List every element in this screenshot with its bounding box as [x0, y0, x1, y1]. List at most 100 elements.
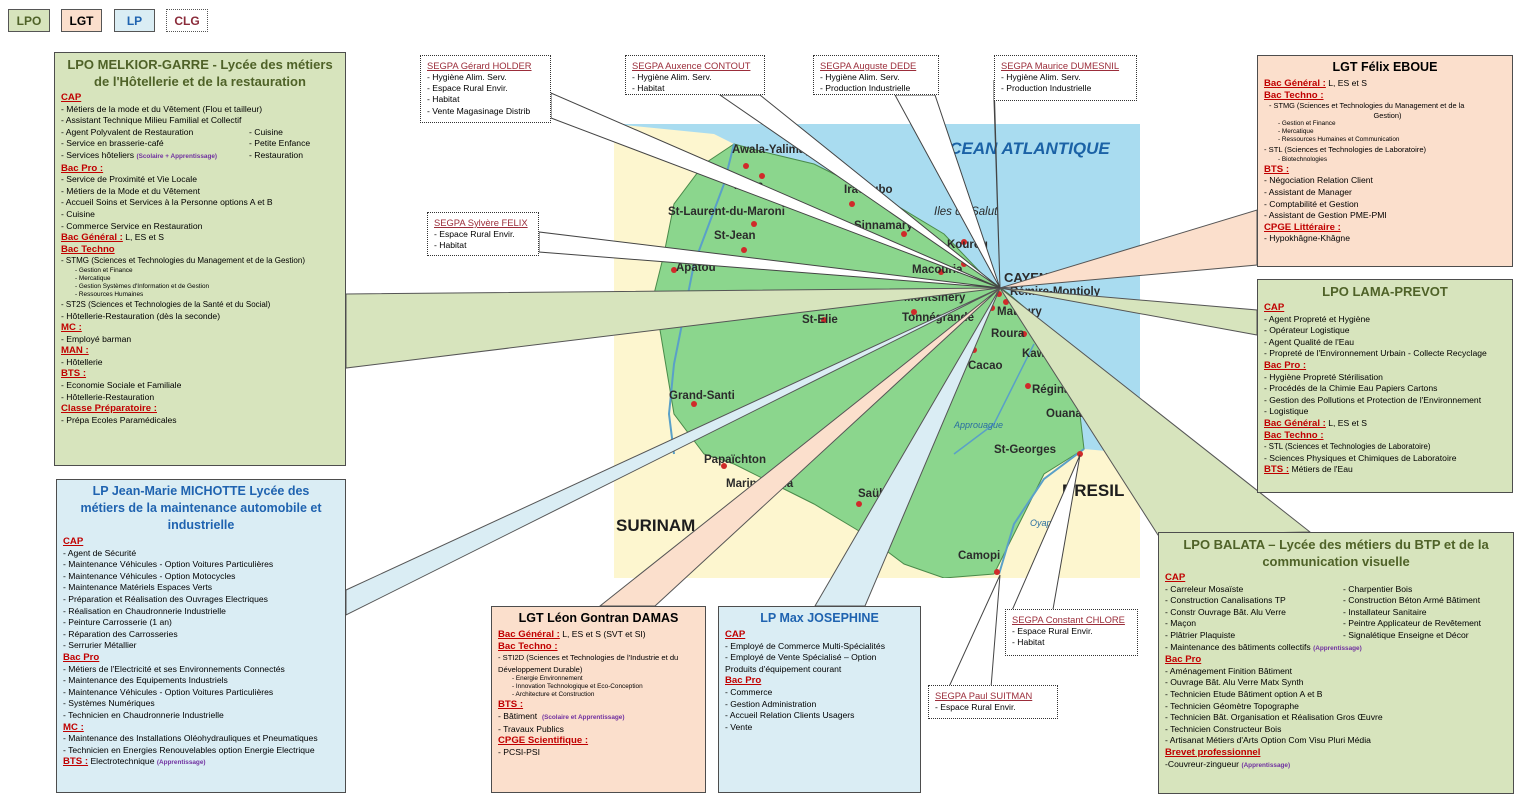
list-item: - Serrurier Métallier: [63, 640, 137, 651]
list-item: - Economie Sociale et Familiale: [61, 380, 182, 391]
eboue-title: LGT Félix EBOUE: [1332, 60, 1438, 74]
list-item: - Hygiène Propreté Stérilisation: [1264, 371, 1383, 382]
eboue-cpge-heading: CPGE Littéraire :: [1264, 221, 1341, 233]
list-item: - Peintre Applicateur de Revêtement: [1343, 618, 1482, 629]
list-item: - Hôtellerie-Restauration: [61, 391, 155, 402]
legend-lpo: LPO: [8, 9, 50, 32]
list-item: - Espace Rural Envir.: [434, 229, 515, 239]
list-item: - Service en brasserie-café: [61, 138, 164, 149]
place-regina: Régina: [1032, 384, 1071, 396]
list-item: - Assistant de Manager: [1264, 186, 1352, 197]
list-item: - Restauration: [249, 149, 303, 160]
josephine-title: LP Max JOSEPHINE: [760, 611, 879, 625]
place-st-georges: St-Georges: [994, 444, 1056, 456]
box-lp-michotte: LP Jean-Marie MICHOTTE Lycée des métiers…: [56, 479, 346, 793]
list-item: - Production Industrielle: [820, 83, 911, 94]
list-item: - Espace Rural Envir.: [1012, 626, 1093, 636]
box-lp-josephine: LP Max JOSEPHINE CAP - Employé de Commer…: [718, 606, 921, 793]
list-item: - Mercatique: [1278, 128, 1314, 136]
damas-cpge-heading: CPGE Scientifique :: [498, 735, 589, 747]
list-item: - Habitat: [1012, 637, 1045, 648]
list-item: - Bâtiment (Scolaire et Apprentissage): [498, 710, 625, 721]
list-item: - Employé barman: [61, 333, 132, 344]
box-lpo-melkior-garre: LPO MELKIOR-GARRE - Lycée des métiers de…: [54, 52, 346, 466]
list-item: - Négociation Relation Client: [1264, 175, 1373, 186]
list-item: - Aménagement Finition Bâtiment: [1165, 665, 1293, 676]
list-item: - Technicien Géomètre Topographe: [1165, 700, 1299, 711]
place-st-jean: St-Jean: [714, 230, 756, 242]
list-item: - Commerce Service en Restauration: [61, 220, 203, 231]
list-item: - Technicien en Chaudronnerie Industriel…: [63, 709, 224, 720]
list-item: - Commerce: [725, 686, 773, 697]
list-item: - Installateur Sanitaire: [1343, 606, 1427, 617]
segpa-gerard-holder: SEGPA Gérard HOLDER - Hygiène Alim. Serv…: [420, 55, 551, 123]
list-item: - STL (Sciences et Technologies de Labor…: [1264, 442, 1431, 452]
place-cacao: Cacao: [968, 360, 1003, 372]
list-item: - Petite Enfance: [249, 138, 311, 149]
list-item: - Ouvrage Bât. Alu Verre Matx Synth: [1165, 677, 1304, 688]
list-item: - ST2S (Sciences et Technologies de la S…: [61, 299, 271, 309]
michotte-bts: BTS : Electrotechnique (Apprentissage): [63, 756, 206, 768]
place-roura: Roura: [991, 328, 1025, 340]
list-item: Produits d'équipement courant: [725, 663, 842, 674]
segpa-title: SEGPA Sylvère FELIX: [434, 217, 528, 228]
melkior-cap-columns: - Agent Polyvalent de Restauration - Ser…: [61, 127, 339, 163]
lama-cap-heading: CAP: [1264, 302, 1285, 313]
apprentissage-note: (Scolaire + Apprentissage): [136, 152, 218, 160]
list-item: - Comptabilité et Gestion: [1264, 198, 1359, 209]
list-item: - Hôtellerie-Restauration (dès la second…: [61, 310, 221, 321]
list-item: - Assistant Technique Milieu Familial et…: [61, 115, 242, 126]
michotte-title: LP Jean-Marie MICHOTTE Lycée des métiers…: [80, 484, 322, 532]
list-item: - Accueil Soins et Services à la Personn…: [61, 197, 273, 208]
list-item: - Gestion Administration: [725, 698, 817, 709]
list-item: -Couvreur-zingueur (Apprentissage): [1165, 758, 1291, 769]
list-item: - Innovation Technologique et Eco-Concep…: [512, 683, 643, 691]
list-item: - Construction Béton Armé Bâtiment: [1343, 595, 1481, 606]
balata-cap-columns: - Carreleur Mosaïste - Construction Cana…: [1165, 584, 1507, 642]
segpa-title: SEGPA Maurice DUMESNIL: [1001, 60, 1120, 71]
list-item: - Biotechnologies: [1278, 155, 1328, 163]
list-item: - Agent Qualité de l'Eau: [1264, 336, 1355, 347]
list-item: Gestion): [1373, 110, 1402, 120]
list-item: - Propreté de l'Environnement Urbain - C…: [1264, 348, 1487, 359]
pointer-michotte: [345, 287, 1001, 616]
segpa-title: SEGPA Gérard HOLDER: [427, 60, 532, 71]
list-item: - Cuisine: [61, 208, 95, 219]
list-item: - Plâtrier Plaquiste: [1165, 629, 1236, 640]
list-item: - Artisanat Métiers d'Arts Option Com Vi…: [1165, 735, 1371, 746]
list-item: - Maintenance Matériels Espaces Verts: [63, 582, 213, 593]
josephine-bacpro-heading: Bac Pro: [725, 675, 762, 687]
list-item: - Agent de Sécurité: [63, 547, 137, 558]
list-item: - Métiers de la Mode et du Vêtement: [61, 185, 201, 196]
list-item: - Accueil Relation Clients Usagers: [725, 710, 855, 721]
melkior-prep-heading: Classe Préparatoire :: [61, 403, 157, 415]
place-saul: Saül: [858, 488, 883, 500]
damas-title: LGT Léon Gontran DAMAS: [518, 611, 679, 625]
place-papaichton: Papaïchton: [704, 454, 766, 466]
list-item: - Hygiène Alim. Serv.: [427, 72, 507, 82]
list-item: - Cuisine: [249, 126, 283, 137]
box-lpo-lama-prevot: LPO LAMA-PREVOT CAP - Agent Propreté et …: [1257, 279, 1513, 493]
list-item: - Espace Rural Envir.: [935, 702, 1016, 712]
legend-lgt: LGT: [61, 9, 102, 32]
surinam-label: SURINAM: [616, 516, 696, 535]
bresil-label: BRESIL: [1062, 481, 1125, 500]
list-item: - Habitat: [434, 240, 467, 251]
segpa-auguste-dede: SEGPA Auguste DEDE - Hygiène Alim. Serv.…: [813, 55, 939, 95]
balata-title: LPO BALATA – Lycée des métiers du BTP et…: [1183, 537, 1489, 569]
list-item: - Maintenance Véhicules - Option Voiture…: [63, 559, 274, 570]
place-sinnamary: Sinnamary: [854, 220, 913, 232]
list-item: - Agent Polyvalent de Restauration: [61, 126, 194, 137]
balata-cap-heading: CAP: [1165, 572, 1186, 583]
segpa-title: SEGPA Constant CHLORE: [1012, 614, 1125, 625]
box-lgt-eboue: LGT Félix EBOUE Bac Général : L, ES et S…: [1257, 55, 1513, 267]
ocean-label: OCEAN ATLANTIQUE: [936, 139, 1110, 158]
damas-bacgen: Bac Général : L, ES et S (SVT et SI): [498, 629, 646, 640]
legend-clg: CLG: [166, 9, 208, 32]
list-item: - Employé de Vente Spécialisé – Option: [725, 652, 877, 663]
place-camopi: Camopi: [958, 550, 1001, 562]
list-item: - Charpentier Bois: [1343, 583, 1413, 594]
list-item: - Peinture Carrosserie (1 an): [63, 617, 172, 628]
list-item: - Systèmes Numériques: [63, 698, 155, 709]
balata-bacpro-heading: Bac Pro: [1165, 654, 1202, 666]
